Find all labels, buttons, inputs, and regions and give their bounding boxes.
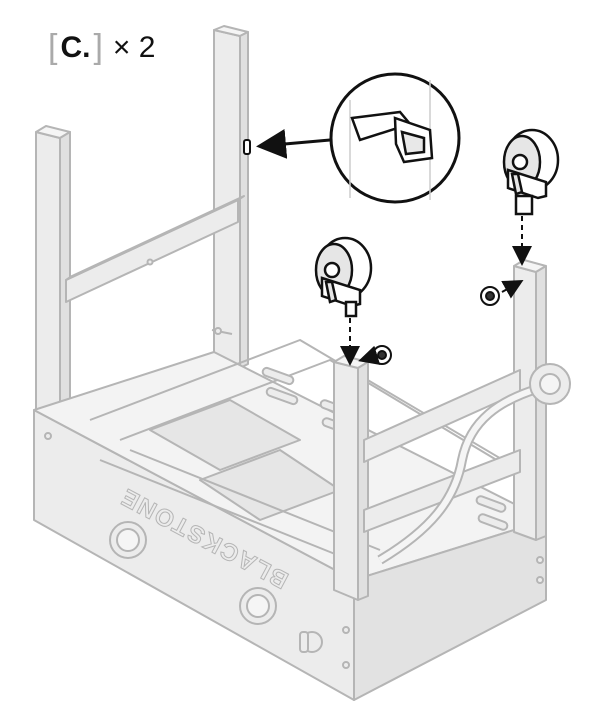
latch-detail-callout [329, 72, 461, 204]
brace-left [65, 199, 239, 303]
lock-nut-arrow-right [501, 280, 524, 299]
brace-right-upper [363, 369, 521, 463]
step-bracket-open: [ [48, 28, 58, 66]
leg-front-right [333, 361, 359, 601]
caster-wheel-right [502, 128, 560, 216]
leg-front-left [35, 131, 61, 419]
brace-right-lower [363, 449, 521, 533]
stand-frame [33, 25, 571, 701]
step-label: [ C. ] × 2 [48, 28, 155, 67]
step-bracket-close: ] [93, 28, 103, 66]
griddle-box-right [353, 519, 547, 701]
lock-nut-arrow-left [358, 345, 381, 365]
lock-nut-left [372, 345, 392, 365]
lock-nut-right [480, 286, 500, 306]
callout-arrow [256, 128, 331, 159]
step-quantity: × 2 [112, 30, 156, 64]
latch-clip-on-leg [243, 139, 251, 155]
caster-wheel-left [314, 236, 373, 318]
leg-back-right [513, 265, 537, 541]
step-letter: C. [60, 30, 91, 64]
